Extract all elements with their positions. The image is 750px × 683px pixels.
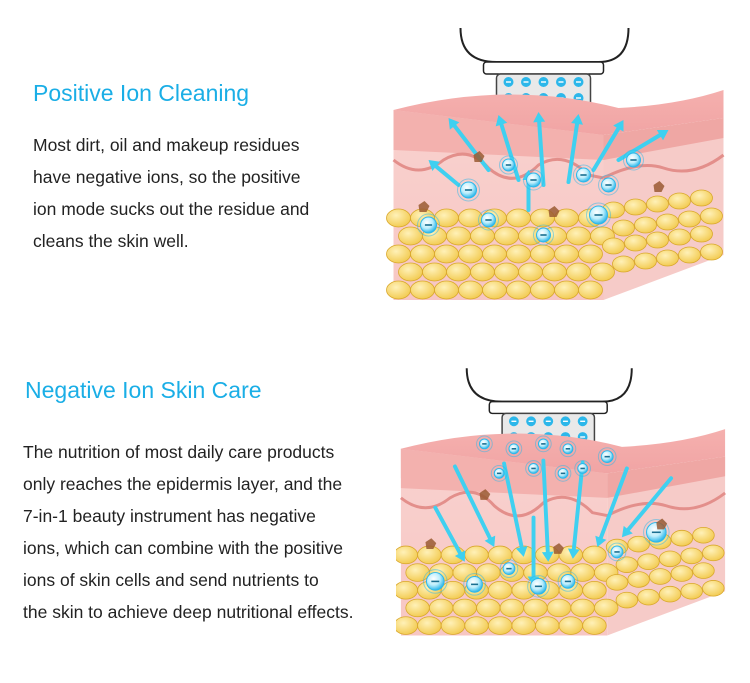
- description-line: ion mode sucks out the residue and: [33, 199, 310, 219]
- section-title: Positive Ion Cleaning: [33, 80, 250, 106]
- description-line: cleans the skin well.: [33, 231, 189, 251]
- description-line: have negative ions, so the positive: [33, 167, 301, 187]
- beauty-device-icon: [465, 368, 633, 446]
- beauty-device-icon: [459, 27, 630, 107]
- skin-block-svg: [396, 368, 726, 636]
- description-line: The nutrition of most daily care product…: [23, 442, 335, 462]
- description-line: 7-in-1 beauty instrument has negative: [23, 506, 316, 526]
- description-line: the skin to achieve deep nutritional eff…: [23, 602, 354, 622]
- section-description: The nutrition of most daily care product…: [23, 436, 403, 628]
- skin-cleaning-illustration: [386, 10, 731, 300]
- ion-bubbles: [423, 435, 670, 598]
- dirt-particles: [425, 489, 668, 554]
- positive-ion-section: Positive Ion Cleaning Most dirt, oil and…: [0, 0, 750, 330]
- description-line: Most dirt, oil and makeup residues: [33, 135, 300, 155]
- negative-ion-section: Negative Ion Skin Care The nutrition of …: [0, 340, 750, 683]
- description-line: ions of skin cells and send nutrients to: [23, 570, 319, 590]
- skin-nutrition-illustration: [396, 348, 730, 638]
- description-line: ions, which can combine with the positiv…: [23, 538, 344, 558]
- dirt-particles: [418, 151, 665, 217]
- fat-layer: [386, 189, 723, 300]
- ion-flow-arrows: [433, 458, 674, 587]
- ion-bubbles: [417, 149, 644, 246]
- skin-block-svg: [386, 27, 725, 300]
- section-title: Negative Ion Skin Care: [25, 377, 262, 403]
- description-line: only reaches the epidermis layer, and th…: [23, 474, 343, 494]
- section-description: Most dirt, oil and makeup residues have …: [33, 129, 378, 257]
